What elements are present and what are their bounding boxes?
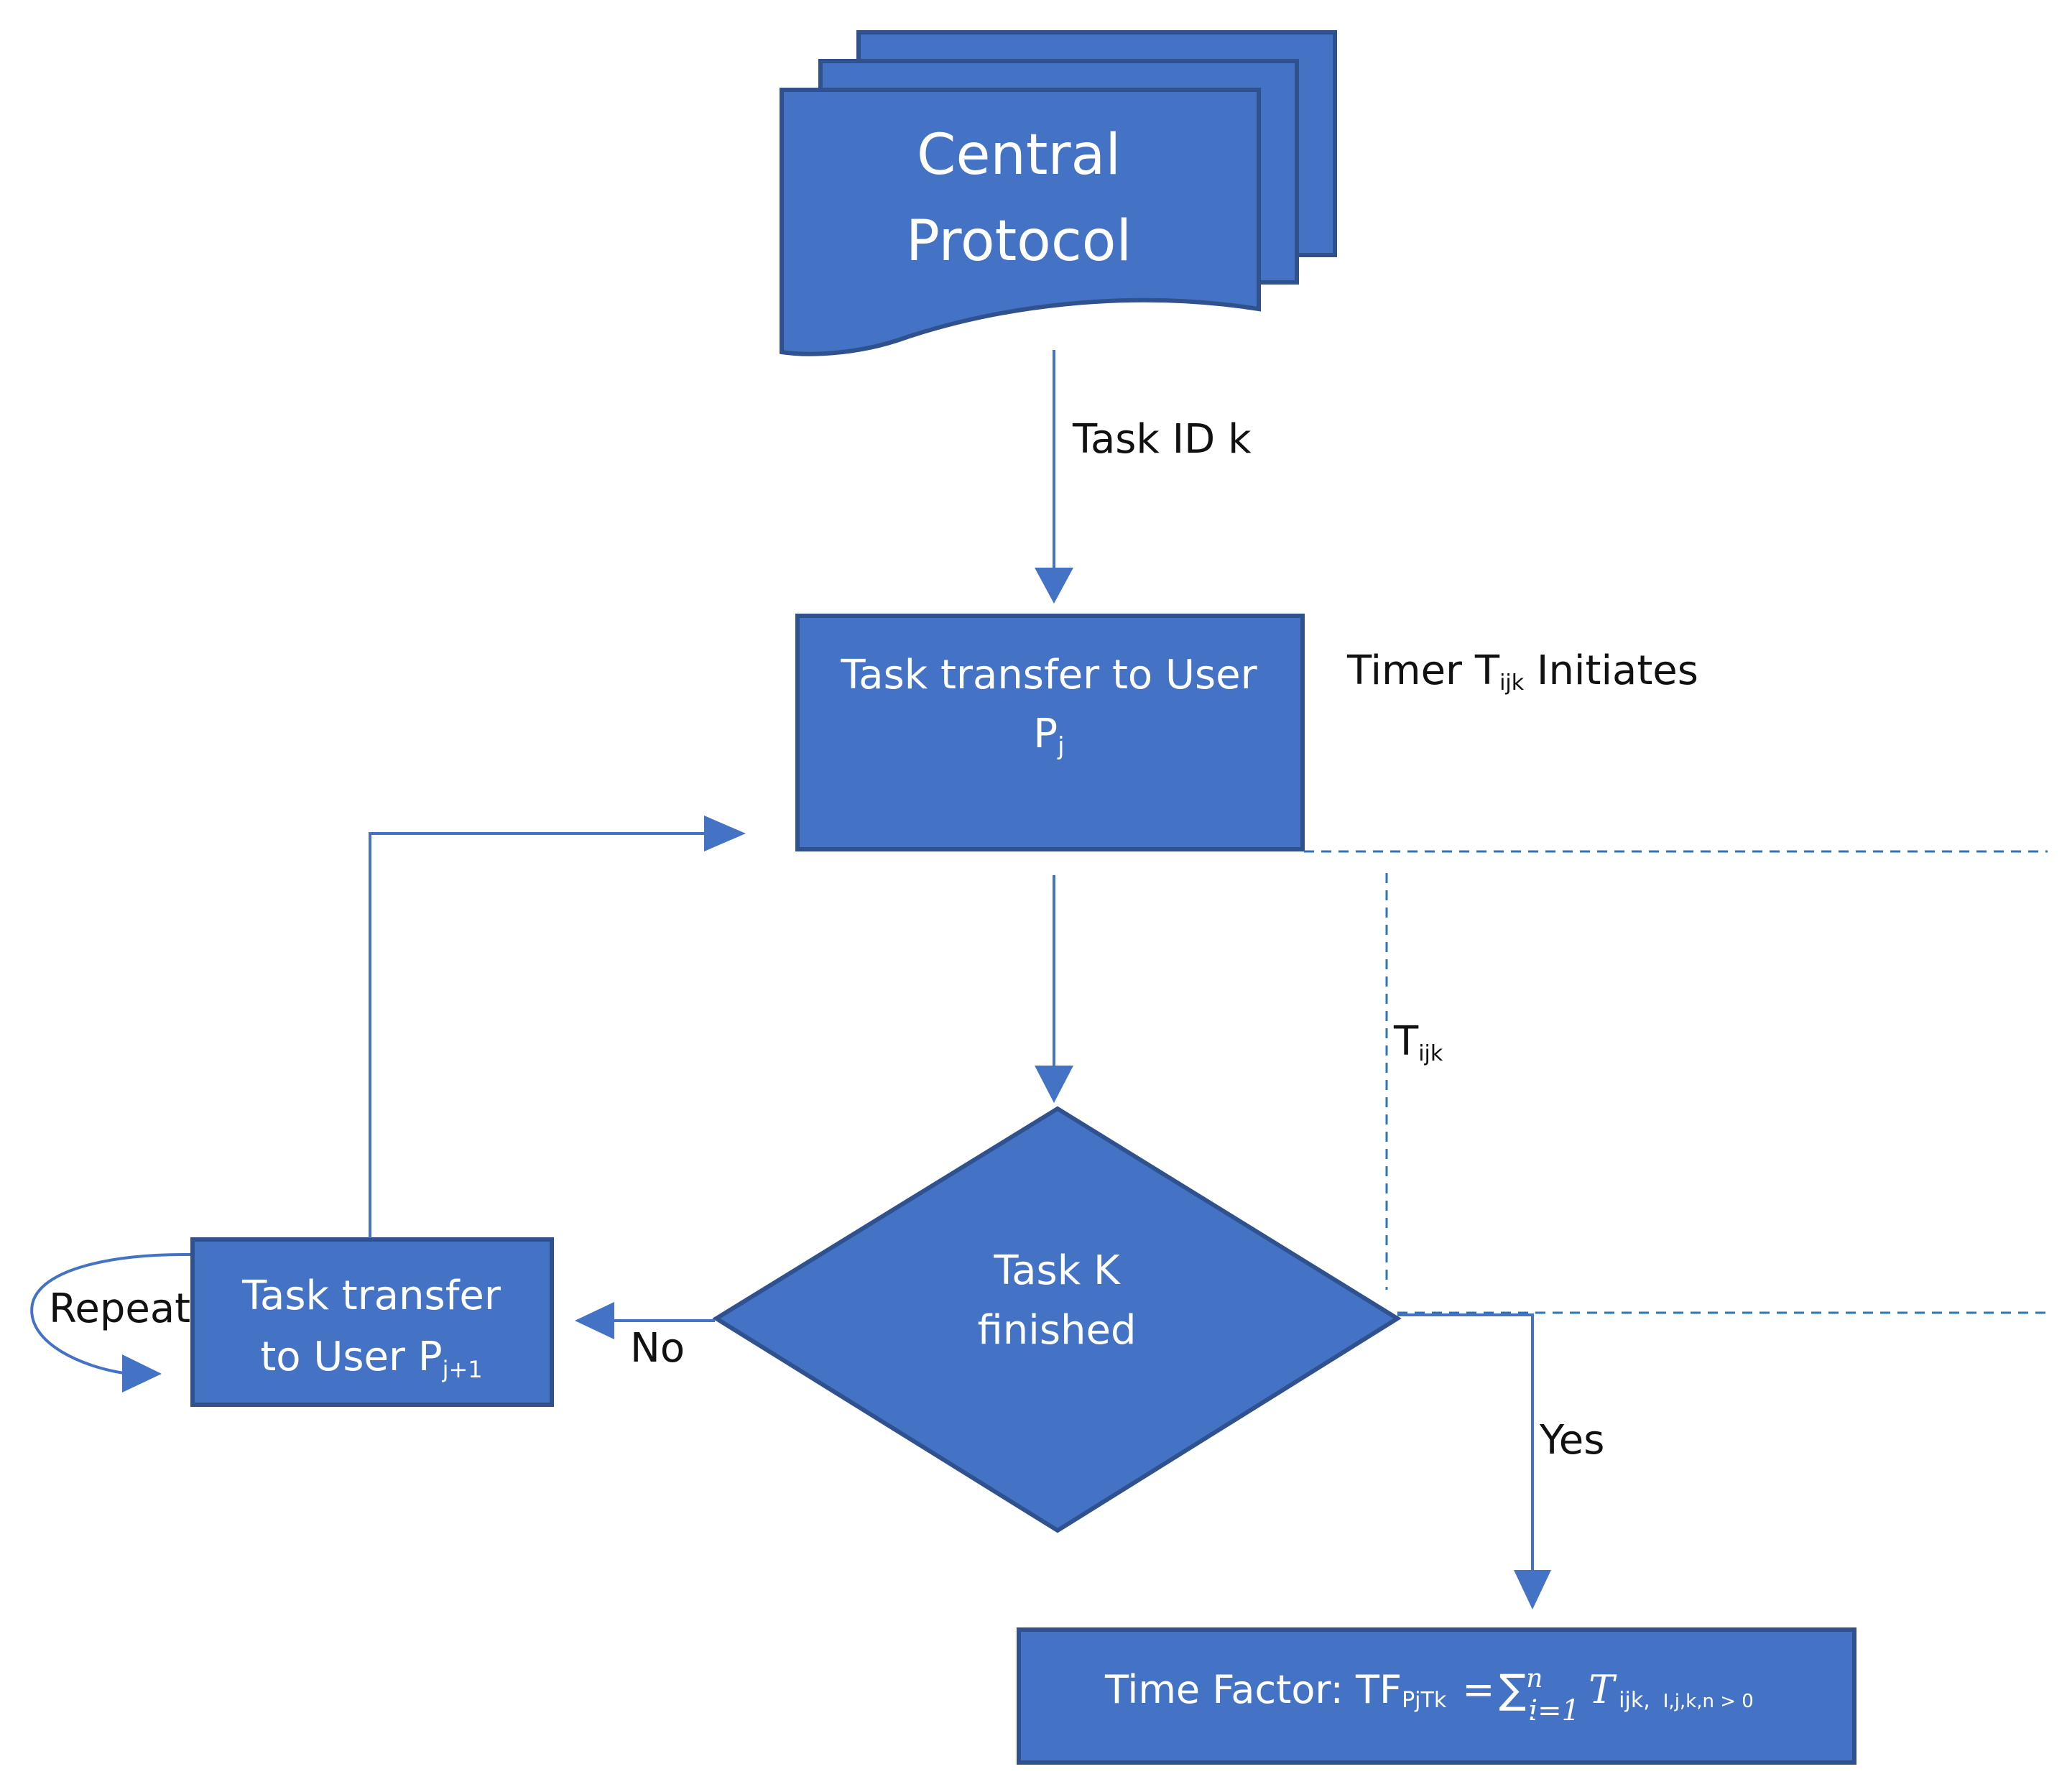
task-transfer-pj-node[interactable]: Task transfer to User Pj xyxy=(795,614,1305,851)
spellcheck-squiggle xyxy=(1353,1714,1545,1721)
sum-lower-limit: i=1 xyxy=(1528,1694,1580,1727)
edge-repeat-loop xyxy=(30,1252,191,1393)
user-pj-symbol: P xyxy=(1033,711,1058,757)
pj1-prefix: to User xyxy=(260,1334,417,1380)
interval-subscript: ijk xyxy=(1418,1041,1443,1066)
edge-transfer-to-decision xyxy=(1035,875,1073,1103)
arrowhead-left xyxy=(575,1302,614,1339)
sum-upper-limit: n xyxy=(1526,1664,1543,1694)
edge-line xyxy=(1397,1313,1534,1574)
label-repeat: Repeat xyxy=(49,1285,190,1332)
timer-suffix: Initiates xyxy=(1524,647,1698,694)
central-protocol-node[interactable]: Central Protocol xyxy=(780,30,1337,356)
edge-protocol-to-transfer xyxy=(1035,350,1073,604)
central-protocol-line2: Protocol xyxy=(906,209,1132,274)
decision-diamond xyxy=(712,1106,1402,1533)
task-transfer-pj1-line2: to User Pj+1 xyxy=(260,1334,482,1383)
task-transfer-pj1-line1: Task transfer xyxy=(241,1273,501,1319)
user-pj1-subscript: j+1 xyxy=(442,1356,483,1383)
timing-guides xyxy=(1304,850,2048,1314)
label-yes: Yes xyxy=(1539,1417,1604,1464)
term-subscript: ijk, xyxy=(1619,1688,1650,1713)
arrowhead-right xyxy=(704,816,746,851)
task-transfer-pj-line1: Task transfer to User xyxy=(840,652,1257,698)
label-no: No xyxy=(630,1325,685,1372)
central-protocol-line1: Central xyxy=(917,123,1121,188)
tf-symbol: TF xyxy=(1355,1667,1402,1712)
edge-decision-yes xyxy=(1397,1313,1551,1609)
arrowhead-down xyxy=(1035,568,1073,604)
task-transfer-pj1-node[interactable]: Task transfer to User Pj+1 xyxy=(190,1237,554,1407)
edge-line xyxy=(369,832,708,1238)
document-front-page xyxy=(780,88,1261,356)
task-transfer-pj-box xyxy=(795,614,1305,851)
repeat-curve xyxy=(30,1252,191,1375)
label-timer-initiates: Timer Tijk Initiates xyxy=(1346,647,1698,696)
time-factor-box xyxy=(1017,1627,1856,1765)
timer-subscript: ijk xyxy=(1499,670,1525,696)
arrowhead-down xyxy=(1514,1570,1551,1609)
decision-line1: Task K xyxy=(993,1247,1121,1294)
timer-prefix: Timer T xyxy=(1346,647,1500,694)
user-pj1-symbol: P xyxy=(418,1334,443,1380)
condition-subscript: I,j,k,n > 0 xyxy=(1663,1691,1754,1712)
arrowhead-down xyxy=(1035,1066,1073,1103)
label-task-id: Task ID k xyxy=(1072,416,1252,463)
term-symbol: T xyxy=(1589,1667,1617,1712)
decision-task-finished-node[interactable]: Task K finished xyxy=(712,1106,1402,1533)
equals-sign: = xyxy=(1462,1667,1494,1712)
interval-symbol: T xyxy=(1393,1018,1419,1065)
tf-subscript: PjTk xyxy=(1402,1688,1447,1713)
decision-line2: finished xyxy=(978,1307,1137,1354)
edge-loop-back xyxy=(369,816,746,1238)
task-transfer-pj1-box xyxy=(190,1237,554,1407)
sum-symbol: ∑ xyxy=(1499,1666,1526,1713)
task-transfer-pj-line2: Pj xyxy=(1033,711,1064,761)
user-pj-subscript: j xyxy=(1057,732,1064,761)
label-interval: Tijk xyxy=(1393,1018,1443,1066)
edge-decision-no xyxy=(575,1302,715,1339)
time-factor-prefix: Time Factor: xyxy=(1104,1667,1356,1712)
arrowhead-repeat xyxy=(122,1354,162,1393)
